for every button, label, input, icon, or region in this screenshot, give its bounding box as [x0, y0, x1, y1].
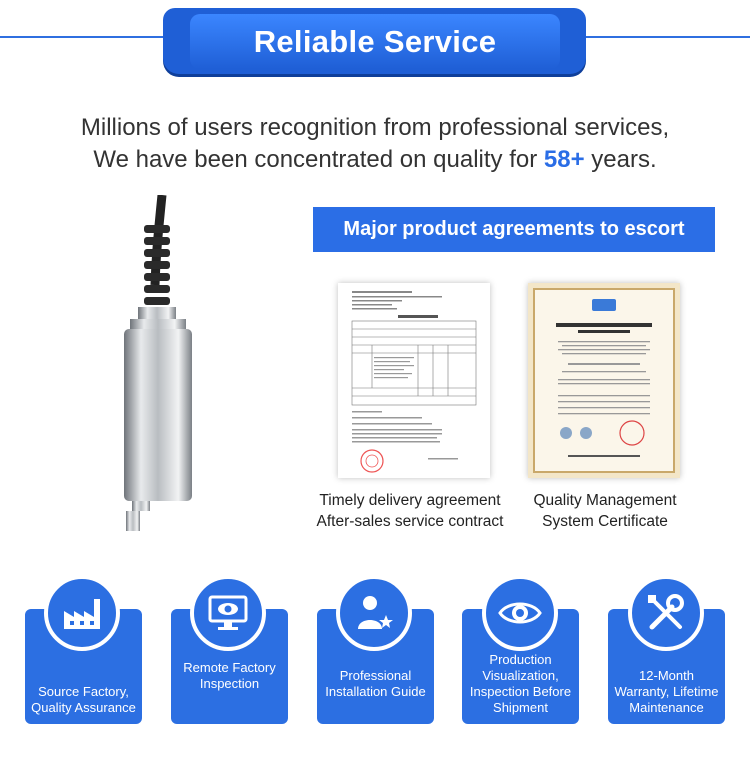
feature-card-production-visualization: Production Visualization, Inspection Bef…	[462, 609, 579, 724]
intro-suffix: years.	[584, 146, 657, 173]
invoice-caption-line-2: After-sales service contract	[316, 513, 504, 530]
tools-icon	[628, 575, 704, 651]
invoice-caption: Timely delivery agreement After-sales se…	[305, 490, 515, 532]
monitor-eye-icon	[190, 575, 266, 651]
page-title: Reliable Service	[190, 14, 560, 69]
years-highlight: 58+	[543, 146, 585, 173]
feature-label: Professional Installation Guide	[325, 668, 426, 699]
feature-label: 12-Month Warranty, Lifetime Maintenance	[614, 668, 719, 715]
quality-certificate-image	[528, 283, 680, 478]
intro-line-2: We have been concentrated on quality for…	[0, 144, 750, 176]
factory-icon	[44, 575, 120, 651]
feature-label: Source Factory, Quality Assurance	[31, 684, 136, 715]
certificate-caption-line-1: Quality Management	[533, 492, 677, 509]
person-star-icon	[336, 575, 412, 651]
sensor-product-image	[124, 195, 192, 531]
intro-prefix: We have been concentrated on quality for	[93, 146, 544, 173]
eye-icon	[482, 575, 558, 651]
certificate-caption: Quality Management System Certificate	[515, 490, 695, 532]
feature-label: Production Visualization, Inspection Bef…	[469, 652, 572, 715]
intro-line-1: Millions of users recognition from profe…	[80, 114, 670, 141]
invoice-caption-line-1: Timely delivery agreement	[319, 492, 501, 509]
proforma-invoice-image	[338, 283, 490, 478]
feature-label: Remote Factory Inspection	[183, 660, 276, 691]
certificate-caption-line-2: System Certificate	[542, 513, 668, 530]
agreements-banner: Major product agreements to escort	[313, 207, 715, 252]
intro-text: Millions of users recognition from profe…	[0, 112, 750, 176]
